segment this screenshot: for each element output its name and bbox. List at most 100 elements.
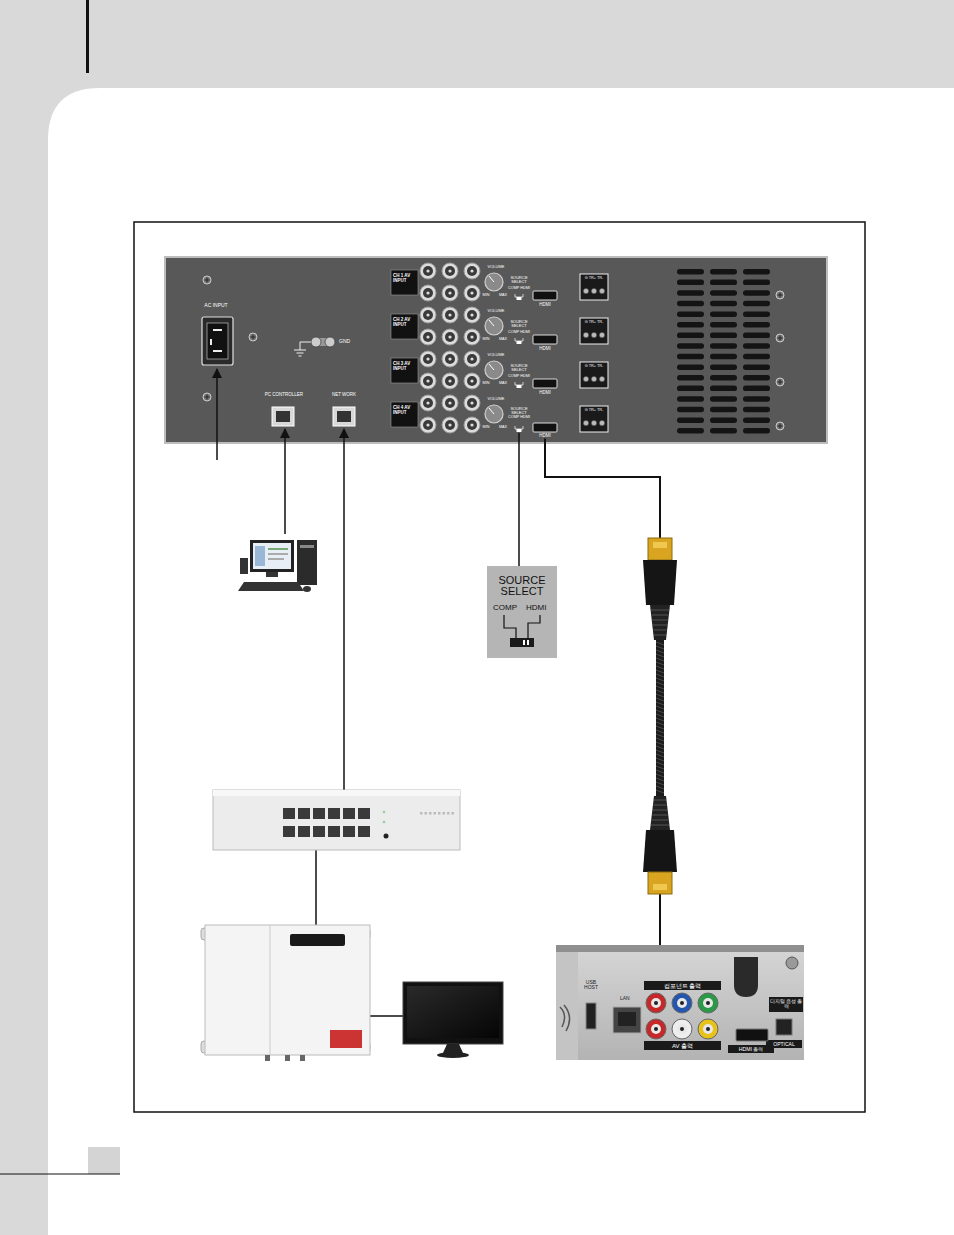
rca-jack-pin xyxy=(470,401,473,404)
relief-ridge xyxy=(652,820,669,821)
slide-switch-mark xyxy=(527,640,529,645)
encoder-logo xyxy=(330,1030,362,1048)
rca-jack-pin xyxy=(426,269,429,272)
relief-ridge xyxy=(654,800,666,801)
switch-port xyxy=(358,808,370,819)
terminal-screw xyxy=(591,332,596,337)
pc-screen-line xyxy=(268,548,288,550)
rca-jack xyxy=(420,329,436,345)
node-text: HDMI 출력 xyxy=(728,1047,774,1052)
cable-braid xyxy=(656,690,664,693)
rca-jack-hole xyxy=(445,266,455,276)
cable-braid xyxy=(656,686,664,689)
vent-slot xyxy=(677,343,704,349)
vent-slot xyxy=(743,322,770,328)
screw-slot xyxy=(778,380,783,385)
gnd-terminal xyxy=(311,337,321,347)
relief-ridge xyxy=(653,810,667,811)
cable-braid xyxy=(656,762,664,765)
power-cable xyxy=(216,369,218,460)
rca-jack xyxy=(420,373,436,389)
hdmi-plug-tip-shine xyxy=(653,884,667,890)
vent-slot xyxy=(677,290,704,296)
network-cable xyxy=(343,429,345,790)
panel-label: MAX xyxy=(499,382,507,386)
channel-tag xyxy=(391,402,418,427)
rca-jack-hole xyxy=(423,376,433,386)
switch-led xyxy=(443,812,446,815)
ac-socket xyxy=(202,317,233,365)
encoder-seam xyxy=(270,925,271,1055)
rca-jack-hole xyxy=(445,376,455,386)
switch-top xyxy=(213,790,460,796)
lan-port-hole xyxy=(618,1012,636,1026)
panel-label: COMP HDMI xyxy=(508,331,530,335)
rca-jack xyxy=(420,263,436,279)
rca-jack xyxy=(464,307,480,323)
terminal-screw xyxy=(591,420,596,425)
rca-jack-pin xyxy=(470,379,473,382)
vent-slot xyxy=(743,428,770,434)
relief-ridge xyxy=(653,805,666,806)
terminal-block xyxy=(580,318,608,344)
panel-label: G TR+ TR- xyxy=(585,409,604,413)
optical-port xyxy=(776,1019,792,1035)
monitor-screen xyxy=(407,986,499,1038)
rca-jack xyxy=(646,993,666,1013)
rca-jack-hole xyxy=(467,288,477,298)
ground-symbol xyxy=(294,342,311,356)
rca-jack-hole xyxy=(706,1001,710,1005)
relief-ridge xyxy=(652,620,668,621)
monitor xyxy=(403,982,503,1044)
rca-jack xyxy=(442,263,458,279)
rca-jack xyxy=(442,307,458,323)
video-encoder xyxy=(205,925,370,1055)
hdmi-port xyxy=(736,1029,768,1041)
cable-braid xyxy=(656,694,664,697)
rca-jack-hole xyxy=(423,310,433,320)
gnd-terminal xyxy=(325,337,335,347)
switch-port xyxy=(298,808,310,819)
usb-port xyxy=(586,1003,596,1029)
rca-jack-pin xyxy=(426,379,429,382)
switch-symbol xyxy=(517,297,522,300)
terminal-screw xyxy=(591,288,596,293)
cable-braid xyxy=(656,746,664,749)
vent-slot xyxy=(710,280,737,286)
cable-braid xyxy=(656,742,664,745)
rca-jack xyxy=(420,395,436,411)
rca-jack xyxy=(442,417,458,433)
rca-jack xyxy=(420,285,436,301)
switch-port xyxy=(343,826,355,837)
screw-slot xyxy=(778,336,783,341)
switch-led xyxy=(420,812,423,815)
cable-clip xyxy=(734,957,758,997)
rca-jack xyxy=(464,395,480,411)
vent-slot xyxy=(677,322,704,328)
vent-slot xyxy=(743,311,770,317)
vent-slot xyxy=(743,333,770,339)
relief-ridge xyxy=(653,630,666,631)
player-logo xyxy=(560,1005,570,1031)
node-text: HDMI xyxy=(526,604,546,612)
rca-jack-ring xyxy=(703,1024,713,1034)
vent-slot xyxy=(710,386,737,392)
cable-braid xyxy=(656,726,664,729)
switch-symbol xyxy=(515,338,523,341)
player-top-edge xyxy=(556,945,804,952)
cable-braid xyxy=(656,698,664,701)
pc-screen xyxy=(253,543,291,569)
encoder-badge xyxy=(290,934,345,946)
terminal-block xyxy=(580,406,608,432)
pc-speaker xyxy=(240,558,248,574)
panel-label: SOURCE SELECT xyxy=(507,364,531,372)
rca-jack-hole xyxy=(423,332,433,342)
hdmi-port-label: HDMI xyxy=(533,422,557,439)
panel-label: MAX xyxy=(499,338,507,342)
rca-jack-hole xyxy=(467,398,477,408)
rca-jack-hole xyxy=(423,398,433,408)
rca-jack-hole xyxy=(445,288,455,298)
vent-slot xyxy=(743,269,770,275)
terminal-screw xyxy=(599,332,604,337)
vent-slot xyxy=(677,301,704,307)
